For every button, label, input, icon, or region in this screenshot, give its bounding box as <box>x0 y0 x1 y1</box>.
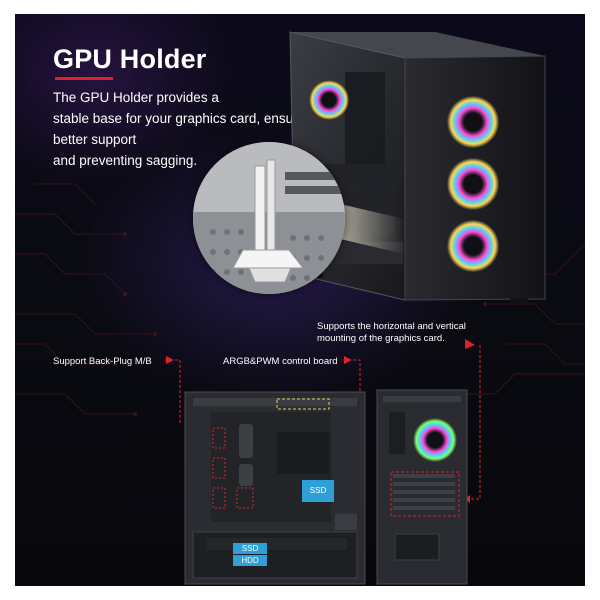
case-top-panel <box>290 32 545 58</box>
feature-title: GPU Holder <box>53 44 207 74</box>
rgb-fan-icon <box>447 220 499 272</box>
description-line: and preventing sagging. <box>53 153 198 168</box>
rgb-fan-icon <box>413 418 457 462</box>
ssd-label: SSD <box>233 543 267 554</box>
rgb-fan-icon <box>309 80 349 120</box>
description-line: better support <box>53 132 137 147</box>
title-accent-line <box>55 77 113 80</box>
rgb-fan-icon <box>447 158 499 210</box>
feature-description: The GPU Holder provides a stable base fo… <box>53 87 323 171</box>
description-line: The GPU Holder provides a <box>53 90 219 105</box>
callout-line: mounting of the graphics card. <box>317 333 445 344</box>
description-line: stable base for your graphics card, ensu… <box>53 111 316 126</box>
hdd-label: HDD <box>233 555 267 566</box>
argb-board-callout: ARGB&PWM control board <box>223 356 338 367</box>
product-feature-banner: GPU Holder The GPU Holder provides a sta… <box>15 14 585 586</box>
case-side-view <box>184 391 366 585</box>
gpu-holder-zoom <box>193 142 345 294</box>
rgb-fan-icon <box>447 96 499 148</box>
gpu-mount-callout: Supports the horizontal and vertical mou… <box>317 321 466 345</box>
callout-line: Supports the horizontal and vertical <box>317 321 466 332</box>
back-plug-callout: Support Back-Plug M/B <box>53 356 152 367</box>
case-rear-view <box>376 389 468 585</box>
ssd-label: SSD <box>302 480 334 502</box>
